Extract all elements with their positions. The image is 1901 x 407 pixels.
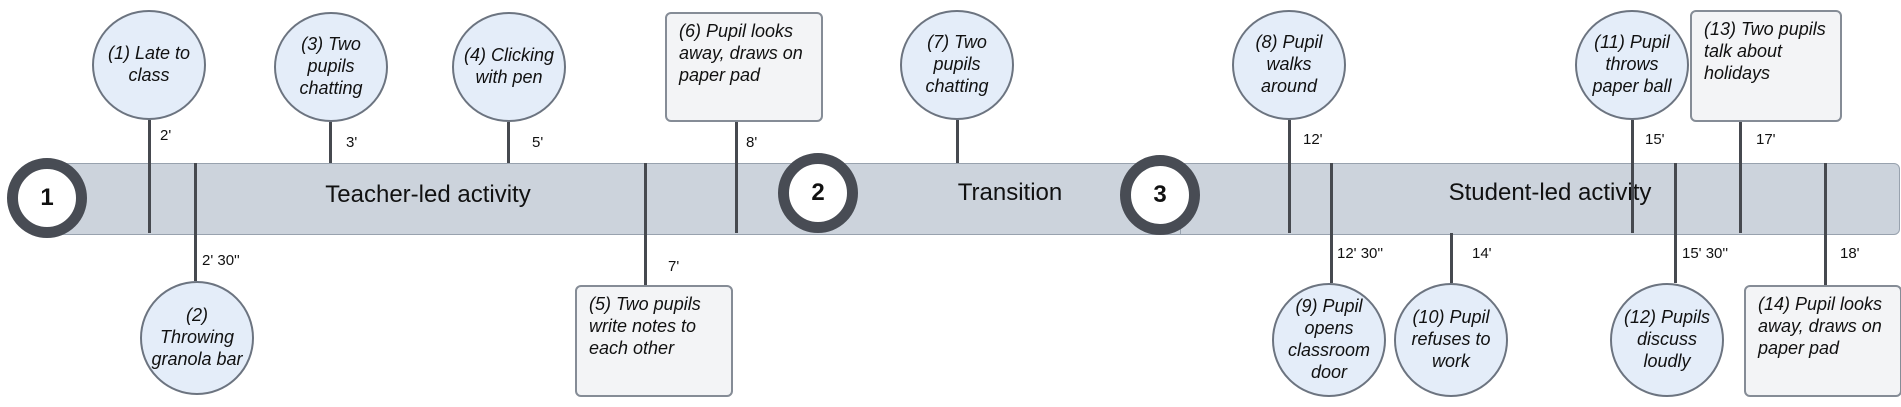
event-10-connector (1450, 233, 1453, 283)
event-3-connector (329, 122, 332, 163)
phase-marker-2: 2 (778, 153, 858, 233)
event-11-time: 15' (1645, 131, 1665, 148)
event-8-connector (1288, 120, 1291, 233)
event-14-connector (1824, 163, 1827, 285)
event-5-note: (5) Two pupils write notes to each other (575, 285, 733, 397)
event-1-bubble: (1) Late to class (92, 10, 206, 120)
phase-label-student-led: Student-led activity (1448, 179, 1652, 206)
event-14-time: 18' (1840, 245, 1860, 262)
event-5-connector (644, 163, 647, 285)
event-7-bubble: (7) Two pupils chatting (900, 10, 1014, 120)
event-12-bubble: (12) Pupils discuss loudly (1610, 283, 1724, 397)
event-8-time: 12' (1303, 131, 1323, 148)
event-8-bubble: (8) Pupil walks around (1232, 10, 1346, 120)
event-13-connector (1739, 122, 1742, 233)
event-14-note: (14) Pupil looks away, draws on paper pa… (1744, 285, 1901, 397)
event-4-connector (507, 122, 510, 163)
event-13-time: 17' (1756, 131, 1776, 148)
phase-band-teacher-led (48, 163, 836, 235)
event-6-connector (735, 122, 738, 233)
phase-marker-3: 3 (1120, 155, 1200, 235)
event-9-time: 12' 30'' (1337, 245, 1384, 262)
event-10-bubble: (10) Pupil refuses to work (1394, 283, 1508, 397)
event-12-connector (1674, 163, 1677, 283)
event-6-note: (6) Pupil looks away, draws on paper pad (665, 12, 823, 122)
event-1-time: 2' (160, 127, 172, 144)
event-6-time: 8' (746, 134, 758, 151)
event-12-time: 15' 30'' (1682, 245, 1729, 262)
event-13-note: (13) Two pupils talk about holidays (1690, 10, 1842, 122)
event-7-connector (956, 120, 959, 163)
event-4-time: 5' (532, 134, 544, 151)
phase-marker-1: 1 (7, 158, 87, 238)
event-5-time: 7' (668, 258, 680, 275)
event-2-bubble: (2) Throwing granola bar (140, 281, 254, 395)
event-9-bubble: (9) Pupil opens classroom door (1272, 283, 1386, 397)
event-3-bubble: (3) Two pupils chatting (274, 12, 388, 122)
phase-label-transition: Transition (957, 179, 1063, 206)
event-2-connector (194, 163, 197, 281)
event-11-bubble: (11) Pupil throws paper ball (1575, 10, 1689, 120)
phase-band-student-led (1180, 163, 1900, 235)
event-2-time: 2' 30'' (202, 252, 240, 269)
event-1-connector (148, 120, 151, 233)
event-10-time: 14' (1472, 245, 1492, 262)
event-9-connector (1330, 163, 1333, 283)
event-3-time: 3' (346, 134, 358, 151)
event-4-bubble: (4) Clicking with pen (452, 12, 566, 122)
event-11-connector (1631, 120, 1634, 233)
phase-label-teacher-led: Teacher-led activity (325, 181, 531, 208)
